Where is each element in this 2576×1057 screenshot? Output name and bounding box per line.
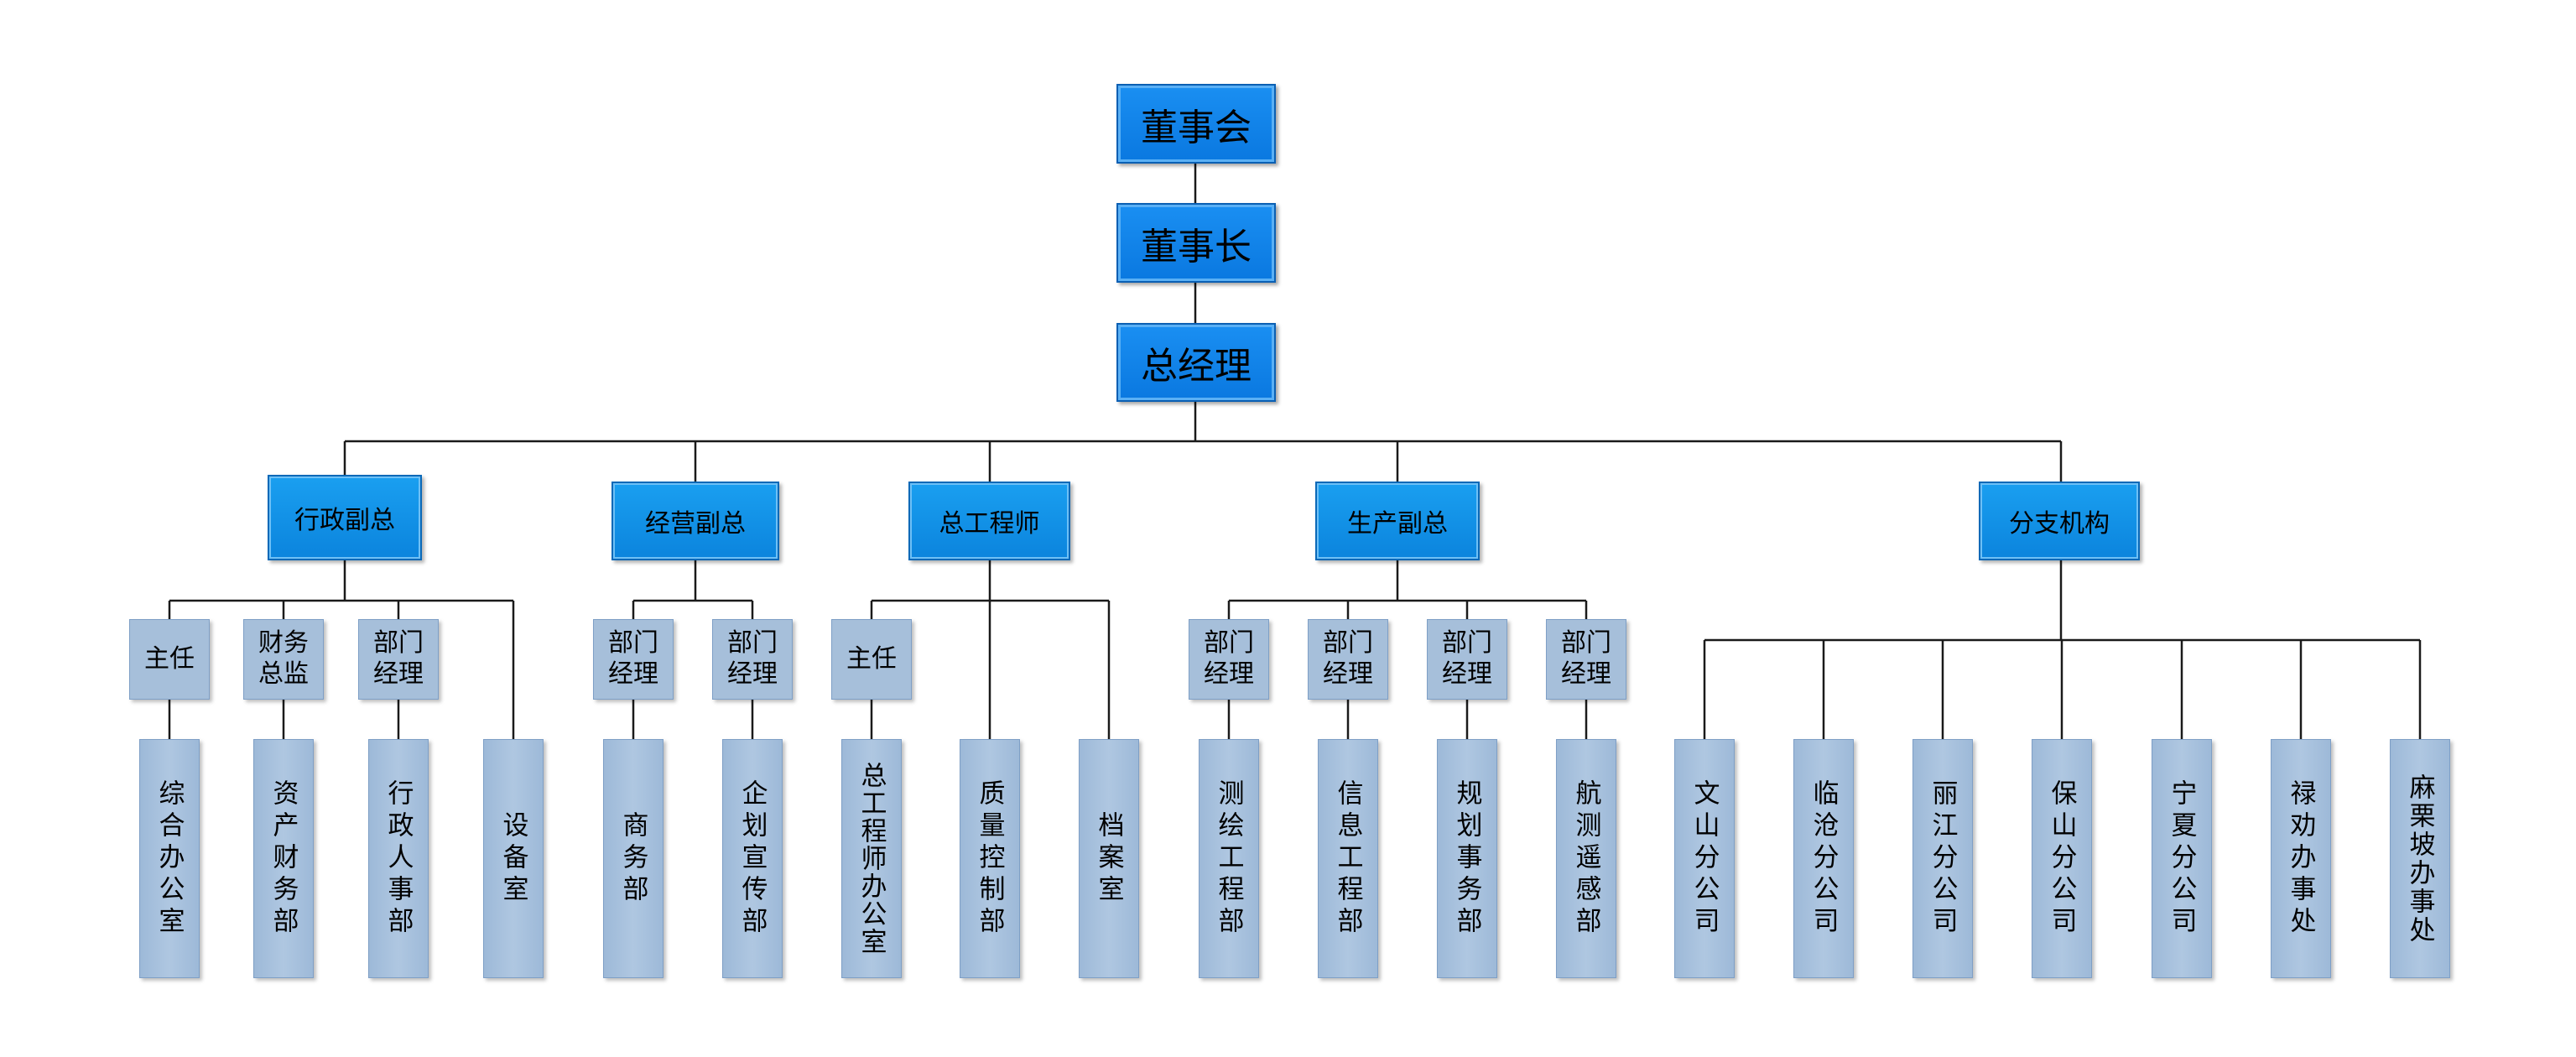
production-manager-2-node: 部门 经理 (1308, 619, 1388, 700)
production-manager-4-label: 部门 经理 (1561, 628, 1611, 689)
unit-aerial-remote-sensing: 航测遥感部 (1556, 739, 1616, 978)
unit-admin-hr: 行政人事部 (368, 739, 429, 978)
unit-ningxia-branch: 宁夏分公司 (2152, 739, 2212, 978)
production-manager-4-node: 部门 经理 (1546, 619, 1626, 700)
unit-general-office: 综合办公室 (139, 739, 200, 978)
unit-planning-affairs: 规划事务部 (1437, 739, 1497, 978)
unit-chief-engineer-office: 总工程师办公室 (841, 739, 902, 978)
unit-wenshan-branch: 文山分公司 (1674, 739, 1735, 978)
production-manager-3-label: 部门 经理 (1442, 628, 1492, 689)
unit-information-engineering: 信息工程部 (1318, 739, 1378, 978)
admin-vp-node: 行政副总 (268, 475, 422, 560)
unit-archives: 档案室 (1079, 739, 1139, 978)
unit-surveying-engineering: 测绘工程部 (1199, 739, 1259, 978)
unit-equipment: 设备室 (483, 739, 544, 978)
production-manager-3-node: 部门 经理 (1427, 619, 1507, 700)
chief-engineer-node: 总工程师 (908, 482, 1070, 560)
unit-planning-promotion: 企划宣传部 (722, 739, 783, 978)
production-manager-2-label: 部门 经理 (1323, 628, 1373, 689)
general-manager-node: 总经理 (1116, 323, 1276, 402)
finance-director-label: 财务 总监 (258, 628, 309, 689)
unit-luquan-office: 禄劝办事处 (2271, 739, 2331, 978)
chief-engineer-director-node: 主任 (831, 619, 912, 700)
business-manager-1-node: 部门 经理 (593, 619, 674, 700)
unit-lincang-branch: 临沧分公司 (1793, 739, 1854, 978)
unit-lijiang-branch: 丽江分公司 (1912, 739, 1973, 978)
business-manager-1-label: 部门 经理 (608, 628, 658, 689)
unit-baoshan-branch: 保山分公司 (2032, 739, 2092, 978)
finance-director-node: 财务 总监 (243, 619, 324, 700)
business-vp-node: 经营副总 (611, 482, 779, 560)
unit-asset-finance: 资产财务部 (253, 739, 314, 978)
admin-director-node: 主任 (129, 619, 210, 700)
unit-quality-control: 质量控制部 (960, 739, 1020, 978)
business-manager-2-label: 部门 经理 (727, 628, 778, 689)
branches-node: 分支机构 (1979, 482, 2140, 560)
production-vp-node: 生产副总 (1315, 482, 1480, 560)
unit-commerce: 商务部 (603, 739, 664, 978)
admin-dept-manager-label: 部门 经理 (373, 628, 424, 689)
board-node: 董事会 (1116, 84, 1276, 164)
production-manager-1-label: 部门 经理 (1204, 628, 1254, 689)
unit-malipo-office: 麻栗坡办事处 (2390, 739, 2450, 978)
chairman-node: 董事长 (1116, 203, 1276, 283)
business-manager-2-node: 部门 经理 (712, 619, 793, 700)
admin-dept-manager-node: 部门 经理 (358, 619, 439, 700)
production-manager-1-node: 部门 经理 (1189, 619, 1269, 700)
